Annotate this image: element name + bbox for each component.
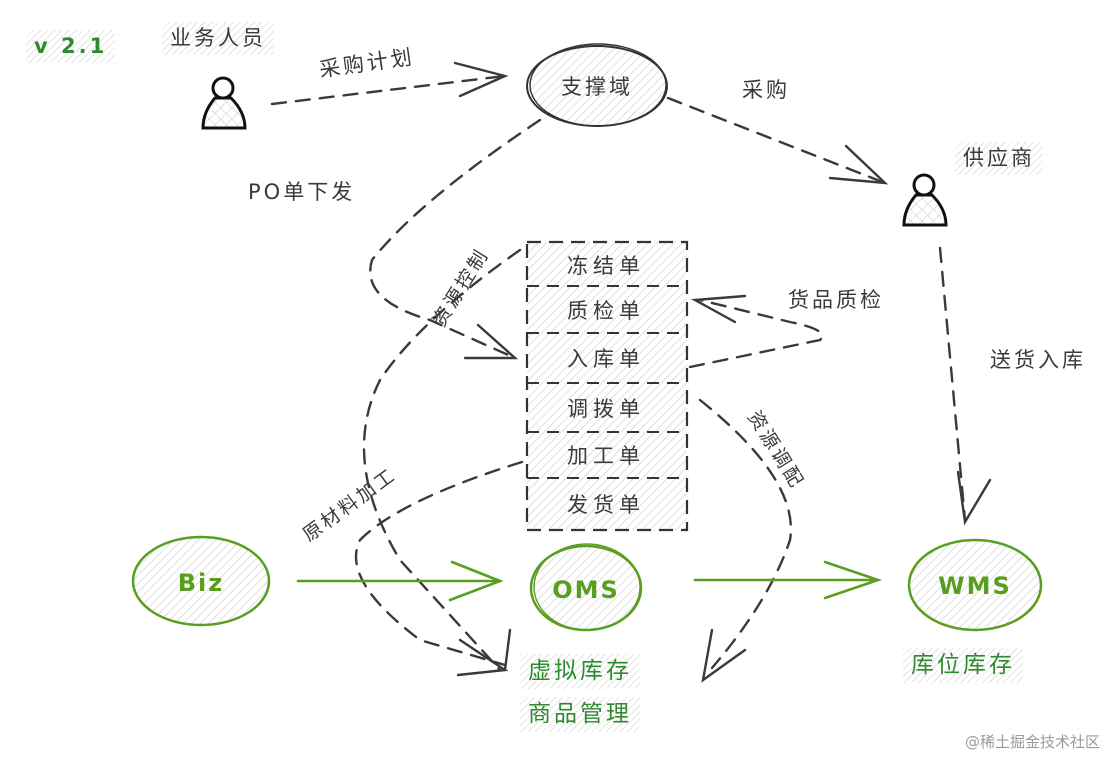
arrowhead-qc-order (690, 294, 747, 324)
edge-delivery-inbound (938, 246, 967, 522)
edge-label-purchase: 采购 (742, 78, 790, 102)
product-management-label: 商品管理 (520, 697, 640, 732)
virtual-stock-label: 虚拟库存 (520, 654, 640, 689)
arrowhead-oms (448, 560, 504, 602)
edge-resource-allocation (698, 398, 793, 670)
arrowheads (453, 61, 992, 683)
edge-label-po-dispatch: PO单下发 (248, 180, 356, 204)
oms-label: OMS (552, 576, 620, 604)
table-row[interactable]: 入库单 (567, 347, 645, 371)
business-staff-label: 业务人员 (162, 22, 274, 55)
arrowhead-allocation (701, 628, 747, 683)
support-domain-node[interactable] (526, 43, 668, 127)
support-domain-label: 支撑域 (561, 75, 633, 99)
edge-purchase (666, 96, 887, 185)
table-row[interactable]: 调拨单 (567, 396, 645, 421)
oms-node[interactable] (529, 543, 643, 632)
edge-raw-material-processing (354, 460, 524, 667)
version-label: v 2.1 (26, 30, 116, 63)
table-row[interactable]: 加工单 (567, 444, 645, 468)
edge-label-goods-qc: 货品质检 (788, 288, 884, 312)
edge-purchase-plan (270, 74, 507, 106)
edge-goods-qc-return (688, 298, 824, 369)
wms-label: WMS (938, 572, 1012, 600)
arrowhead-support-domain (453, 61, 509, 98)
supplier-actor-icon (902, 173, 948, 227)
edge-label-delivery-inbound: 送货入库 (990, 348, 1086, 372)
supplier-label: 供应商 (955, 142, 1043, 175)
table-row[interactable]: 发货单 (567, 493, 645, 517)
table-row[interactable]: 质检单 (567, 298, 645, 323)
wms-node[interactable] (907, 538, 1043, 632)
edge-resource-control (362, 248, 522, 672)
edge-po-dispatch (369, 118, 542, 360)
watermark: @稀土掘金技术社区 (964, 733, 1100, 751)
arrowhead-wms (956, 470, 992, 526)
arrowhead-supplier (828, 144, 889, 185)
location-stock-label: 库位库存 (903, 648, 1023, 683)
business-staff-actor-icon (201, 76, 247, 130)
biz-node[interactable] (131, 535, 271, 627)
document-table (525, 240, 689, 532)
biz-label: Biz (177, 569, 225, 597)
arrowhead-inbound-order (463, 323, 519, 360)
table-row[interactable]: 冻结单 (567, 254, 645, 278)
arrowhead-virtual-stock (456, 628, 512, 677)
arrowhead-wms-green (823, 560, 883, 600)
